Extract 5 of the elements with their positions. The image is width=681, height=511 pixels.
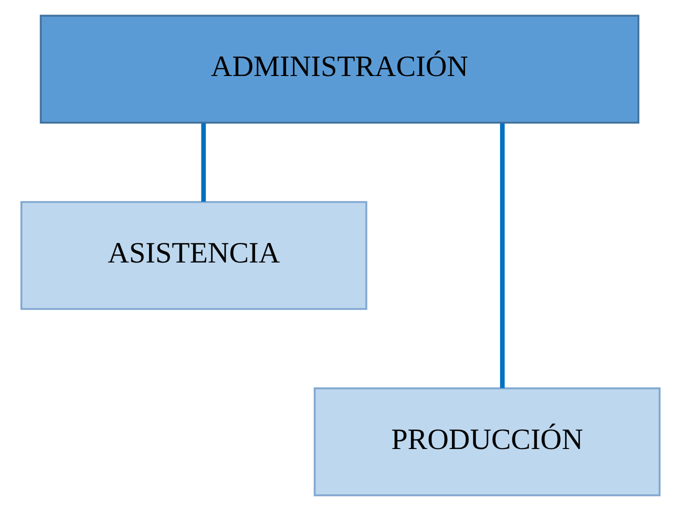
node-box: PRODUCCIÓN bbox=[314, 387, 661, 496]
node-box: ASISTENCIA bbox=[20, 201, 368, 310]
connector bbox=[201, 123, 206, 202]
node-box: ADMINISTRACIÓN bbox=[40, 14, 640, 124]
connector bbox=[500, 123, 505, 388]
